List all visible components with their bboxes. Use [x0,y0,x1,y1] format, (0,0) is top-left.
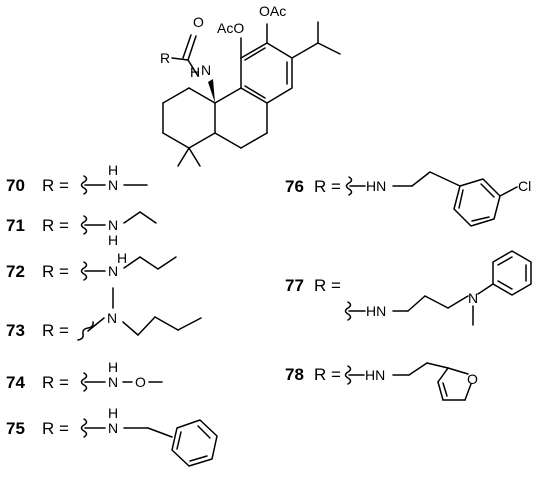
acetoxy-label-2: OAc [259,3,286,19]
acetoxy-label-1: AcO [217,20,244,36]
compound-number: 76 [285,177,304,196]
core-scaffold [162,21,341,167]
wedge-bond [208,79,215,103]
atom-label: N [108,177,118,193]
atom-label: H [117,250,127,266]
r-equals-label: R = [42,216,69,235]
r-equals-label: R = [42,321,69,340]
structure-73 [77,287,202,341]
structure-75 [80,418,218,467]
r-equals-label: R = [314,276,341,295]
compound-number: 74 [6,373,25,392]
carbonyl-oxygen-label: O [193,14,204,30]
atom-label: HN [365,367,385,383]
atom-label: H [108,405,118,421]
structure-74 [80,372,163,392]
r-equals-label: R = [314,177,341,196]
structure-70 [80,175,148,195]
compound-number: 73 [6,321,25,340]
atom-label: O [135,374,146,390]
compound-number: 71 [6,216,25,235]
benzene-ring-77 [492,250,532,296]
compound-number: 72 [6,262,25,281]
atom-label: N [468,290,478,306]
compound-number: 70 [6,176,25,195]
atom-label: N [108,263,118,279]
atom-label: N [108,374,118,390]
amide-h-label: H [190,64,200,80]
aromatic-ring [240,42,293,104]
r-equals-label: R = [42,176,69,195]
compound-number: 77 [285,276,304,295]
r-equals-label: R = [314,365,341,384]
benzene-ring-75 [171,419,218,467]
atom-label: H [108,162,118,178]
structure-72 [80,256,177,281]
atom-label: O [467,371,478,387]
amide-n-label: N [201,62,211,78]
atom-label: H [108,359,118,375]
atom-label: H [108,232,118,248]
atom-label: HN [366,178,386,194]
atom-label: N [107,310,117,326]
benzene-ring-76 [453,178,501,227]
r-equals-label: R = [42,373,69,392]
compound-number: 75 [6,419,25,438]
structure-76 [345,171,518,227]
atom-label: N [108,217,118,233]
compound-number: 78 [285,365,304,384]
atom-label: N [108,420,118,436]
atom-label: Cl [518,178,531,194]
structure-77 [344,250,532,326]
structure-71 [80,211,157,235]
structure-78 [344,362,472,401]
atom-label: HN [366,303,386,319]
r-group-label: R [160,50,170,66]
r-equals-label: R = [42,262,69,281]
r-equals-label: R = [42,419,69,438]
